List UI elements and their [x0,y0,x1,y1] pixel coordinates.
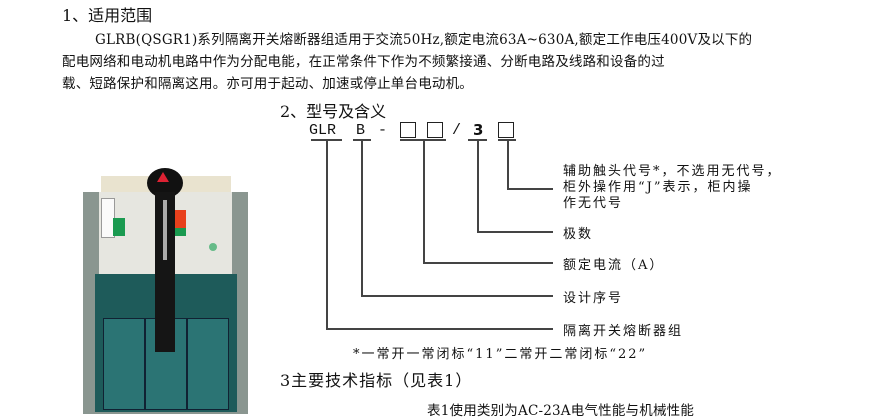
code-series: GLR [309,122,337,139]
aux-label-line: 柜外操作用“J”表示，柜内操 [563,180,753,195]
aux-contact-label: 辅助触头代号*，不选用无代号， 柜外操作用“J”表示，柜内操 作无代号 [563,164,782,212]
code-design: B [356,122,366,139]
poles-label: 极数 [563,227,594,242]
paragraph-line: 载、短路保护和隔离这用。亦可用于起动、加速或停止单台电动机。 [62,76,473,92]
current-label: 额定电流（A） [563,258,665,273]
aux-label-line: 作无代号 [563,196,624,211]
section3-title: 3主要技术指标（见表1） [280,371,473,390]
paragraph-line: GLRB(QSGR1)系列隔离开关熔断器组适用于交流50Hz,额定电流63A~6… [95,32,753,48]
name-label: 隔离开关熔断器组 [563,324,684,339]
footnote: *一常开一常闭标“11”二常开二常闭标“22” [353,347,648,362]
code-poles: 3 [473,121,484,139]
aux-box [498,122,514,138]
paragraph-line: 配电网络和电动机电路中作为分配电能，在正常条件下作为不频繁接通、分断电路及线路和… [62,54,665,70]
section2-title: 2、型号及含义 [280,102,387,121]
code-dash: - [378,122,388,139]
warning-icon [157,172,169,182]
code-slash: / [452,122,462,139]
aux-label-line: 辅助触头代号*，不选用无代号， [563,164,782,179]
current-box [427,122,443,138]
current-box [400,122,416,138]
design-label: 设计序号 [563,291,624,306]
product-photo [83,168,248,416]
handle-lever [155,192,175,352]
section1-title: 1、适用范围 [62,6,153,25]
table-caption: 表1使用类别为AC-23A电气性能与机械性能 [427,403,695,419]
